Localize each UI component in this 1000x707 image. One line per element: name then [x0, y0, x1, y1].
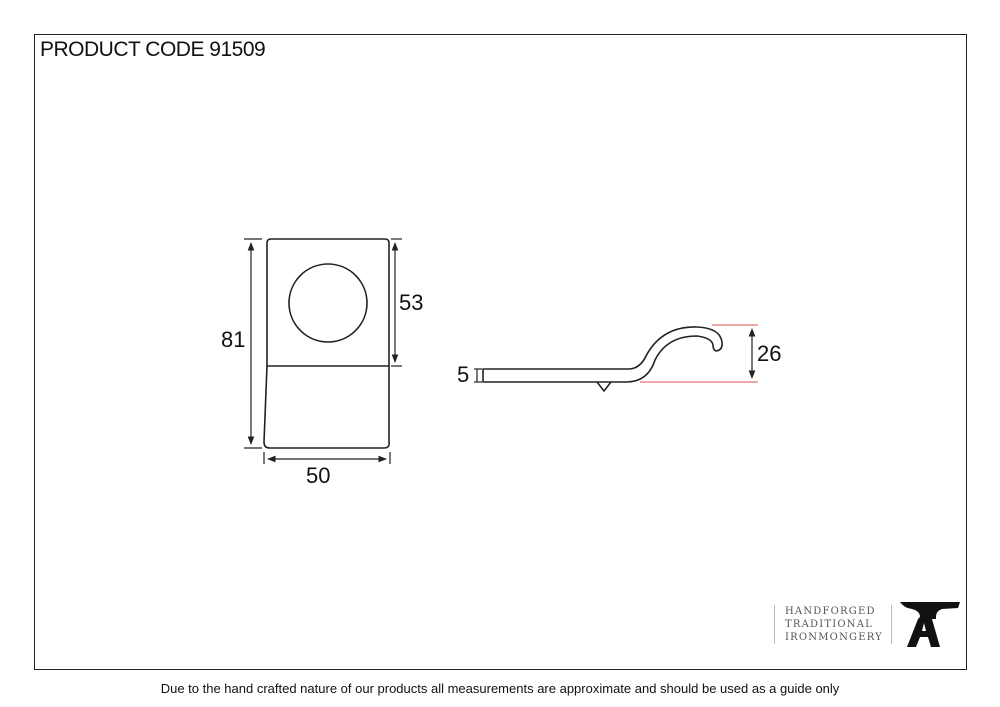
upper-height-label: 53: [399, 290, 424, 315]
brand-block: HANDFORGED TRADITIONAL IRONMONGERY: [774, 598, 962, 650]
cylinder-hole: [288, 263, 368, 343]
anvil-logo-icon: [899, 602, 960, 647]
side-profile: [482, 326, 723, 383]
projection-label: 26: [757, 341, 782, 366]
brand-line-3: IRONMONGERY: [785, 631, 883, 643]
brand-line-1: HANDFORGED: [785, 605, 876, 617]
front-view: [263, 238, 390, 449]
footer-disclaimer: Due to the hand crafted nature of our pr…: [160, 681, 840, 696]
front-dimensions: [244, 238, 402, 464]
height-label: 81: [221, 327, 246, 352]
thickness-label: 5: [457, 362, 470, 387]
brand-text: HANDFORGED TRADITIONAL IRONMONGERY: [774, 604, 892, 644]
side-view: [482, 326, 723, 392]
side-spike: [596, 381, 612, 392]
side-dimensions: [474, 324, 758, 383]
product-code-title: PRODUCT CODE 91509: [40, 38, 266, 61]
lower-pull: [263, 365, 390, 449]
upper-plate: [266, 238, 390, 367]
brand-line-2: TRADITIONAL: [785, 618, 874, 630]
drawing-frame: [34, 34, 967, 670]
width-label: 50: [306, 463, 331, 488]
